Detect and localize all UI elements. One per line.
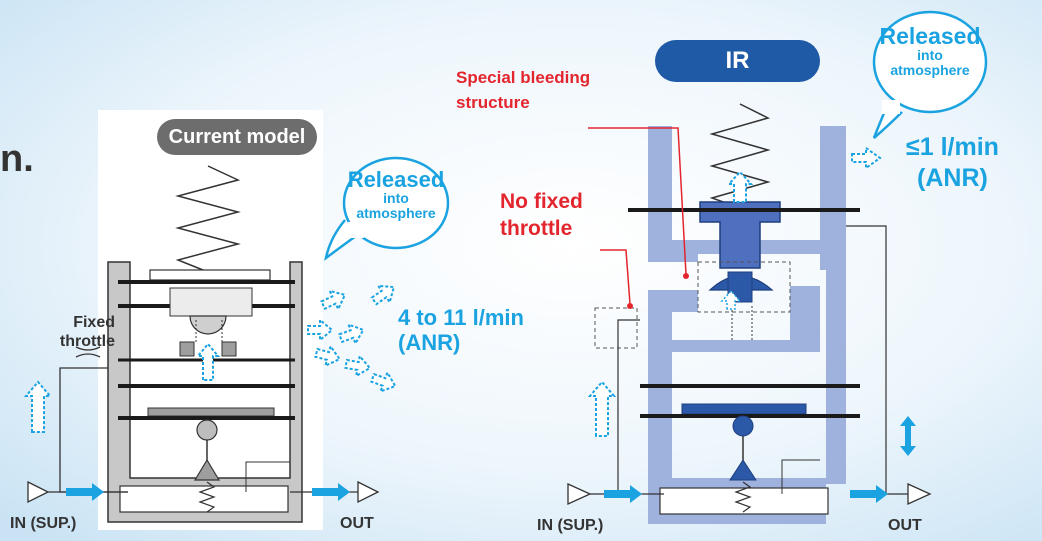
ir-valve: [567, 10, 988, 524]
ir-piston: [681, 403, 807, 415]
special-leader-line: [588, 127, 687, 275]
special-leader-dot: [683, 273, 689, 279]
no-fixed-throttle-label: No fixed throttle: [500, 188, 583, 243]
ir-feedback-line: [846, 225, 910, 495]
ir-body-bottom: [648, 286, 826, 524]
current-flow-value: 4 to 11 l/min: [398, 305, 524, 330]
current-in-label: IN (SUP.): [10, 515, 77, 532]
ir-out-arrowhead: [876, 485, 888, 503]
special-bleeding-line2: structure: [456, 92, 530, 112]
current-in-arrow: [66, 488, 92, 496]
no-fixed-throttle-line2: throttle: [500, 217, 573, 241]
ir-no-throttle-box: [594, 307, 638, 349]
current-side-up-arrow: [23, 380, 53, 433]
ir-double-arrow: [900, 416, 916, 456]
ir-title: IR: [655, 40, 820, 82]
current-out-label: OUT: [340, 515, 374, 532]
fixed-throttle-symbol: [75, 346, 101, 358]
current-bubble-text: Released into atmosphere: [346, 168, 446, 220]
current-in-triangle: [27, 480, 50, 504]
current-out-arrowhead: [338, 483, 350, 501]
current-feedback-line: [245, 461, 290, 492]
ir-inner-line: [781, 459, 820, 494]
ir-body-top-left: [648, 126, 698, 262]
current-ball-seat: [189, 315, 227, 335]
ir-in-arrow: [604, 490, 630, 498]
heading-fragment: n.: [0, 138, 34, 180]
current-valve-cone: [193, 458, 221, 481]
ir-flow-unit: (ANR): [917, 164, 988, 193]
no-throttle-leader-line: [600, 249, 631, 305]
ir-bubble-line2: into: [917, 47, 943, 64]
special-bleeding-line1: Special bleeding: [456, 68, 591, 87]
current-outlet-chamber: [119, 485, 289, 513]
special-bleeding-label: Special bleeding structure: [456, 66, 590, 115]
ir-center-up-arrow: [726, 170, 754, 203]
current-in-arrowhead: [92, 483, 104, 501]
ir-in-arrowhead: [630, 485, 642, 503]
current-valve-spring: [198, 481, 216, 513]
ir-ball: [732, 415, 754, 437]
current-nozzle: [179, 341, 237, 357]
ir-special-box: [697, 261, 791, 313]
current-spring-plate: [149, 269, 271, 281]
fixed-throttle-line2: throttle: [59, 333, 115, 351]
ir-body-right: [820, 126, 846, 484]
ir-flow-rate: ≤1 l/min (ANR): [906, 132, 999, 195]
ir-release-arrow: [851, 146, 882, 170]
ir-outlet-chamber: [659, 487, 829, 515]
ir-bleed-arrow: [720, 289, 742, 310]
current-model-valve: [23, 110, 450, 530]
no-fixed-throttle-line1: No fixed: [500, 190, 583, 213]
fixed-throttle-line1: Fixed: [73, 314, 115, 331]
current-bubble-line1: Released: [347, 167, 445, 192]
ir-out-arrow: [850, 490, 876, 498]
ir-out-label: OUT: [888, 517, 922, 534]
ir-bubble: [872, 10, 988, 114]
ir-bypass-line: [617, 319, 640, 494]
current-bubble-line2: into: [383, 190, 409, 207]
ir-valve-spring: [734, 481, 752, 513]
current-bubble-join: [348, 222, 364, 238]
ir-bubble-join: [882, 100, 900, 114]
ir-bubble-line1: Released: [879, 23, 981, 49]
current-out-arrow: [312, 488, 338, 496]
current-ball: [196, 419, 218, 441]
current-out-triangle: [357, 480, 380, 504]
ir-spring: [709, 103, 771, 209]
current-model-title: Current model: [157, 119, 317, 155]
ir-valve-cone: [729, 459, 757, 481]
ir-in-label: IN (SUP.): [537, 517, 604, 534]
current-bubble: [342, 156, 450, 250]
no-throttle-leader-dot: [627, 303, 633, 309]
current-flow-rate: 4 to 11 l/min (ANR): [398, 305, 524, 356]
ir-out-triangle: [907, 482, 932, 506]
ir-bubble-line3: atmosphere: [890, 61, 970, 78]
ir-side-up-arrow: [587, 380, 617, 437]
current-spring: [175, 165, 241, 273]
current-center-up-arrow: [195, 342, 221, 381]
current-flow-unit: (ANR): [398, 330, 461, 356]
ir-bubble-text: Released into atmosphere: [878, 24, 982, 78]
current-release-arrows: [307, 284, 397, 394]
current-upper-chamber: [169, 287, 253, 317]
ir-flow-value: ≤1 l/min: [906, 133, 999, 161]
fixed-throttle-label: Fixed throttle: [30, 313, 115, 351]
current-bubble-line3: atmosphere: [356, 204, 436, 221]
ir-in-triangle: [567, 482, 592, 506]
current-piston: [147, 407, 275, 417]
